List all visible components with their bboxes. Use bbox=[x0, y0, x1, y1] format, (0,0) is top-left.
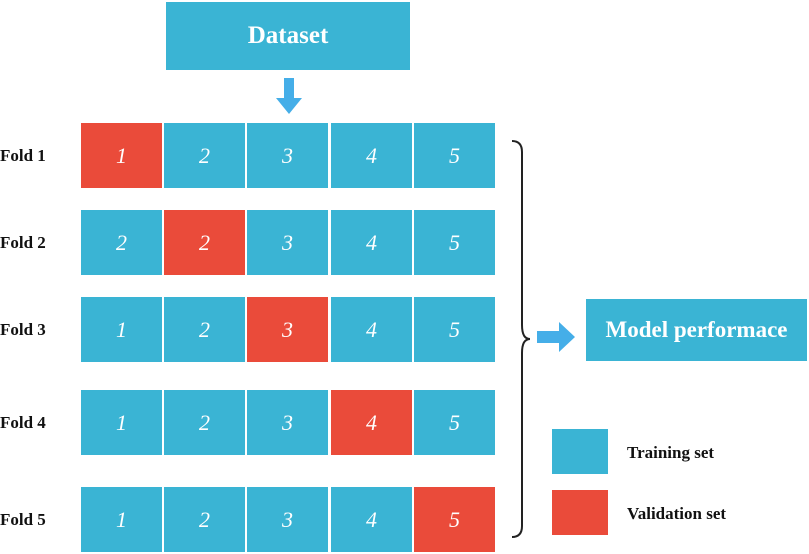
model-performance-label: Model performace bbox=[605, 317, 788, 342]
training-cell: 2 bbox=[164, 297, 245, 362]
right-brace bbox=[511, 140, 531, 538]
training-cell: 1 bbox=[81, 390, 162, 455]
training-cell: 3 bbox=[247, 390, 328, 455]
fold-label: Fold 3 bbox=[0, 320, 46, 339]
training-cell: 5 bbox=[414, 297, 495, 362]
fold-label: Fold 2 bbox=[0, 233, 46, 252]
fold-label: Fold 5 bbox=[0, 510, 46, 529]
training-cell: 4 bbox=[331, 297, 412, 362]
training-cell: 2 bbox=[164, 487, 245, 552]
training-cell: 3 bbox=[247, 487, 328, 552]
legend-training-swatch bbox=[552, 429, 608, 474]
dataset-box: Dataset bbox=[166, 2, 410, 70]
fold-label: Fold 1 bbox=[0, 146, 46, 165]
training-cell: 4 bbox=[331, 123, 412, 188]
training-cell: 2 bbox=[164, 390, 245, 455]
training-cell: 4 bbox=[331, 210, 412, 275]
legend-validation-label: Validation set bbox=[627, 504, 727, 523]
training-cell: 5 bbox=[414, 123, 495, 188]
validation-cell: 3 bbox=[247, 297, 328, 362]
training-cell: 2 bbox=[164, 123, 245, 188]
right-arrow-icon bbox=[537, 322, 575, 352]
training-cell: 1 bbox=[81, 487, 162, 552]
training-cell: 3 bbox=[247, 210, 328, 275]
training-cell: 4 bbox=[331, 487, 412, 552]
training-cell: 2 bbox=[81, 210, 162, 275]
validation-cell: 1 bbox=[81, 123, 162, 188]
dataset-label: Dataset bbox=[247, 22, 329, 49]
training-cell: 3 bbox=[247, 123, 328, 188]
legend-validation-swatch bbox=[552, 490, 608, 535]
down-arrow-icon bbox=[276, 78, 302, 114]
validation-cell: 5 bbox=[414, 487, 495, 552]
fold-label: Fold 4 bbox=[0, 413, 46, 432]
training-cell: 5 bbox=[414, 390, 495, 455]
training-cell: 1 bbox=[81, 297, 162, 362]
validation-cell: 2 bbox=[164, 210, 245, 275]
model-performance-box: Model performace bbox=[586, 299, 807, 361]
training-cell: 5 bbox=[414, 210, 495, 275]
validation-cell: 4 bbox=[331, 390, 412, 455]
legend-training-label: Training set bbox=[627, 443, 715, 462]
